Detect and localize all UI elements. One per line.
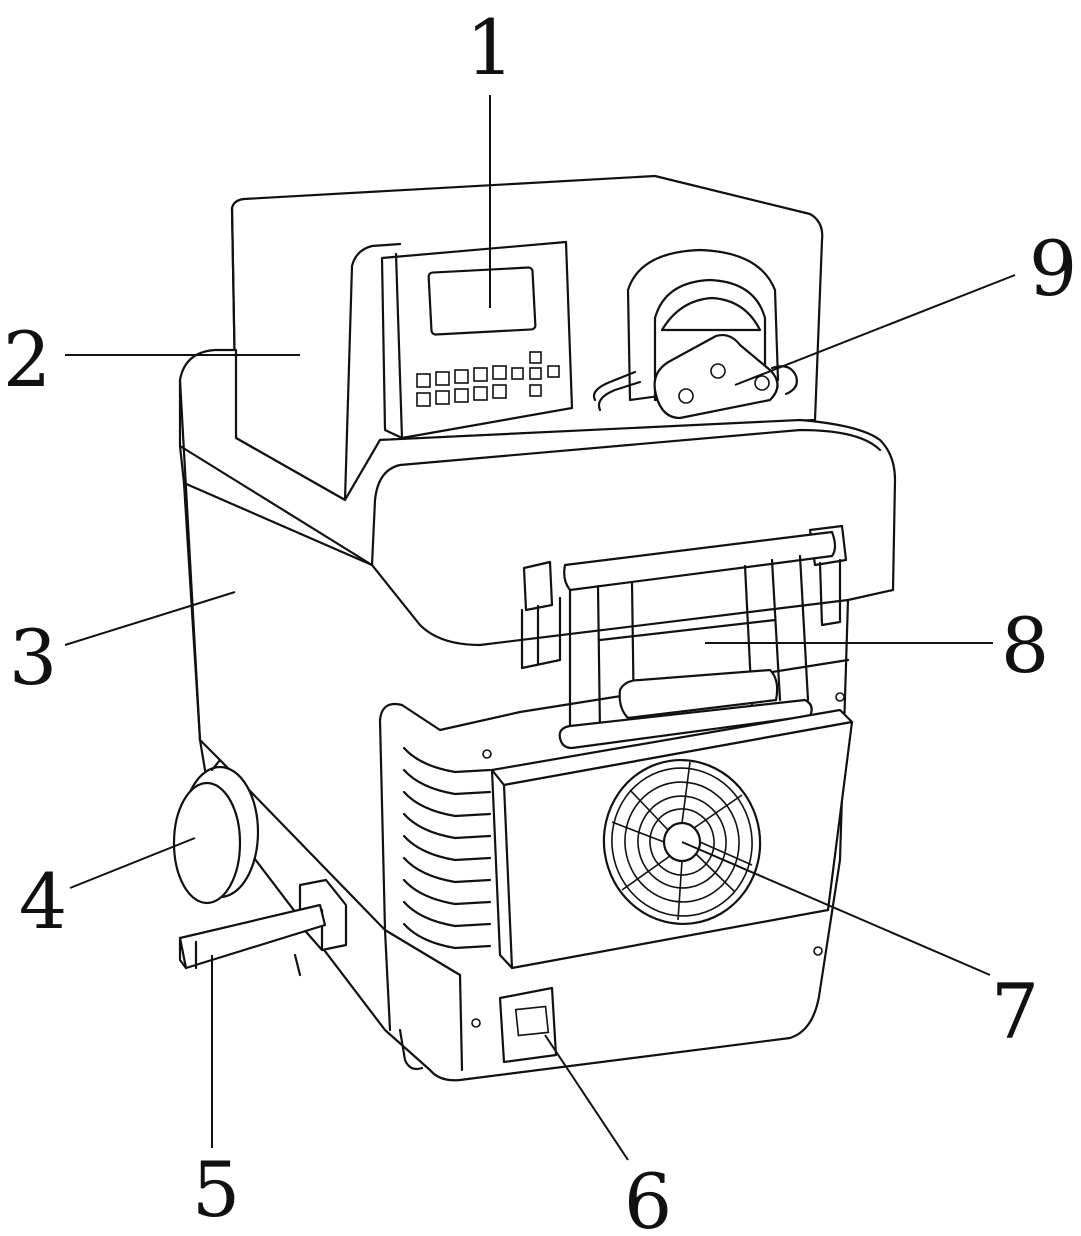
callout-4: 4 bbox=[19, 857, 67, 946]
leader-7 bbox=[681, 841, 991, 976]
callout-9: 9 bbox=[1029, 224, 1077, 313]
carry-handle bbox=[520, 524, 848, 750]
callout-6: 6 bbox=[624, 1157, 672, 1236]
pump-head bbox=[592, 248, 798, 420]
leader-3 bbox=[64, 591, 236, 646]
leader-4 bbox=[69, 837, 196, 889]
callout-numerals: 1 2 3 4 5 6 7 8 9 bbox=[3, 3, 1077, 1236]
keypad-buttons bbox=[416, 351, 560, 407]
callout-8: 8 bbox=[1001, 601, 1049, 690]
callout-3: 3 bbox=[9, 613, 57, 702]
leader-9 bbox=[734, 274, 1016, 386]
callout-1: 1 bbox=[466, 3, 514, 92]
vent-slots bbox=[402, 746, 492, 950]
callout-7: 7 bbox=[991, 967, 1039, 1056]
power-switch bbox=[498, 986, 558, 1064]
callout-2: 2 bbox=[3, 315, 51, 404]
leader-6 bbox=[544, 1034, 629, 1161]
outlet-pipe bbox=[178, 878, 348, 977]
leader-lines bbox=[64, 95, 1016, 1161]
control-panel bbox=[380, 240, 574, 440]
callout-5: 5 bbox=[192, 1145, 240, 1234]
side-knob bbox=[172, 758, 260, 905]
